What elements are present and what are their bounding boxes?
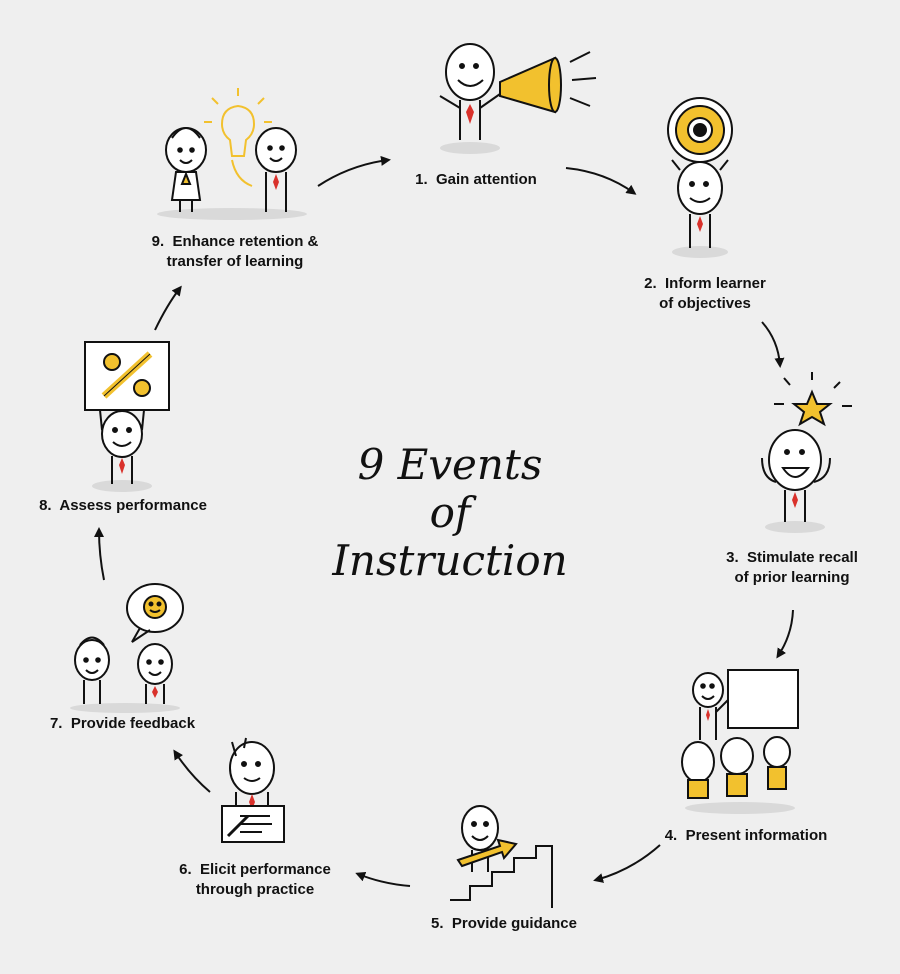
event-label-9: 9. Enhance retention & transfer of learn… [130, 232, 340, 272]
arrow-6-to-7 [173, 749, 211, 793]
arrow-3-to-4 [776, 609, 794, 659]
event-number: 8. [39, 497, 52, 514]
arrow-5-to-6 [355, 871, 411, 887]
event-label-8: 8. Assess performance [18, 496, 228, 516]
event-label-6: 6. Elicit performance through practice [160, 860, 350, 900]
event-title: Stimulate recall [746, 549, 858, 566]
title-line-1: 9 Events [357, 440, 543, 489]
arrow-4-to-5 [593, 844, 661, 883]
event-title: Present information [685, 827, 828, 844]
megaphone-figure-icon [439, 43, 597, 154]
arrow-8-to-9 [154, 285, 182, 331]
event-number: 4. [664, 827, 678, 844]
arrow-9-to-1 [317, 155, 391, 187]
event-title: Provide feedback [70, 715, 196, 732]
smiley-speech-bubble-icon [70, 583, 184, 713]
event-title-line-2: of prior learning [734, 569, 850, 586]
star-figure-icon [761, 372, 852, 533]
target-figure-icon [667, 97, 733, 258]
event-label-1: 1. Gain attention [396, 170, 556, 190]
event-number: 2. [644, 275, 657, 292]
event-title-line-2: of objectives [659, 295, 751, 312]
event-title: Enhance retention & [172, 233, 319, 250]
event-title: Provide guidance [451, 915, 577, 932]
writing-figure-icon [221, 737, 285, 843]
event-title: Gain attention [436, 171, 537, 188]
arrow-2-to-3 [761, 321, 785, 368]
arrow-1-to-2 [565, 167, 637, 195]
presentation-board-icon [681, 669, 799, 814]
event-label-3: 3. Stimulate recall of prior learning [712, 548, 872, 588]
percent-sign-icon [84, 341, 170, 492]
event-label-5: 5. Provide guidance [414, 914, 594, 934]
title-line-3: Instruction [332, 536, 568, 585]
event-number: 3. [726, 549, 739, 566]
cycle-arrows [94, 155, 794, 887]
event-title: Elicit performance [199, 861, 331, 878]
event-number: 6. [179, 861, 192, 878]
title-line-2: of [429, 488, 471, 537]
event-number: 9. [151, 233, 165, 250]
event-number: 1. [415, 171, 428, 188]
event-title-line-2: through practice [195, 881, 315, 898]
event-label-2: 2. Inform learner of objectives [620, 274, 790, 314]
stairs-arrow-icon [450, 805, 553, 908]
diagram-title: 9 Events of Instruction [300, 440, 600, 590]
event-label-7: 7. Provide feedback [30, 714, 215, 734]
event-title-line-2: transfer of learning [166, 253, 304, 270]
arrow-7-to-8 [94, 527, 105, 581]
event-label-4: 4. Present information [646, 826, 846, 846]
event-title: Inform learner [664, 275, 766, 292]
event-number: 7. [49, 715, 63, 732]
lightbulb-figures-icon [157, 88, 307, 220]
event-title: Assess performance [59, 497, 207, 514]
event-number: 5. [431, 915, 444, 932]
